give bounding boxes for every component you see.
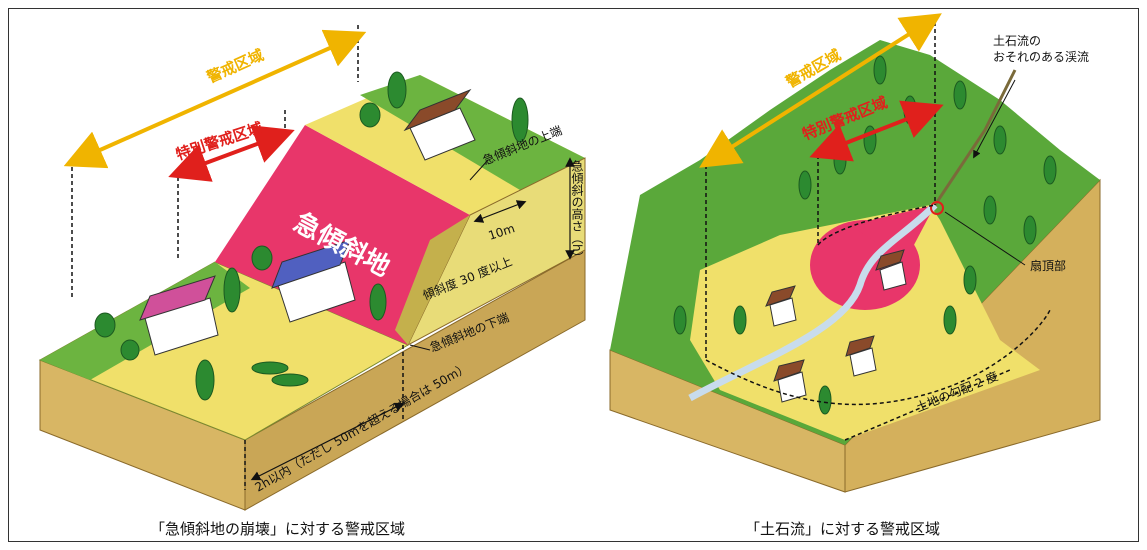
fan-apex-label: 扇頂部 [1030, 258, 1066, 273]
upper-ground-green [360, 75, 585, 190]
bottom-edge-pointer [409, 344, 431, 351]
stream-label-pointer [973, 79, 1016, 159]
red-fan-tip [850, 205, 935, 262]
ten-m-bracket [473, 200, 527, 223]
slope-face [406, 157, 586, 347]
cliff-face [395, 215, 470, 345]
special-zone-arrow [168, 125, 295, 182]
ravine [933, 69, 1017, 206]
warning-zone-arrow [63, 29, 367, 169]
fan-apex-marker [930, 201, 944, 215]
stream [688, 202, 938, 402]
house-upper [403, 88, 476, 161]
two-h-bracket [250, 402, 405, 481]
yellow-fan-zone [690, 205, 1040, 440]
steep-slope-diagram: 警戒区域 特別警戒区域 急傾斜地 急傾斜地の上端 10m 傾斜度 30 度以上 … [38, 25, 586, 511]
warning-zone-arrow-right [699, 13, 942, 168]
left-caption: 「急傾斜地の崩壊」に対する警戒区域 [150, 520, 406, 538]
special-zone-arrow-right [809, 100, 944, 162]
height-label: 急傾斜の高さ（h） [570, 159, 584, 264]
top-edge-pointer [469, 159, 489, 181]
house-middle [271, 239, 356, 323]
house-lower [139, 275, 219, 356]
debris-flow-diagram: 警戒区域 特別警戒区域 土石流の おそれのある渓流 扇頂部 土地の勾配 2 度 [609, 13, 1101, 493]
figure-frame [8, 8, 1139, 542]
fan-apex-pointer [944, 211, 1026, 266]
stream-label-line1: 土石流の [993, 34, 1041, 48]
houses-right [765, 249, 907, 403]
stream-label-line2: おそれのある渓流 [993, 50, 1089, 64]
right-caption: 「土石流」に対する警戒区域 [745, 520, 941, 538]
